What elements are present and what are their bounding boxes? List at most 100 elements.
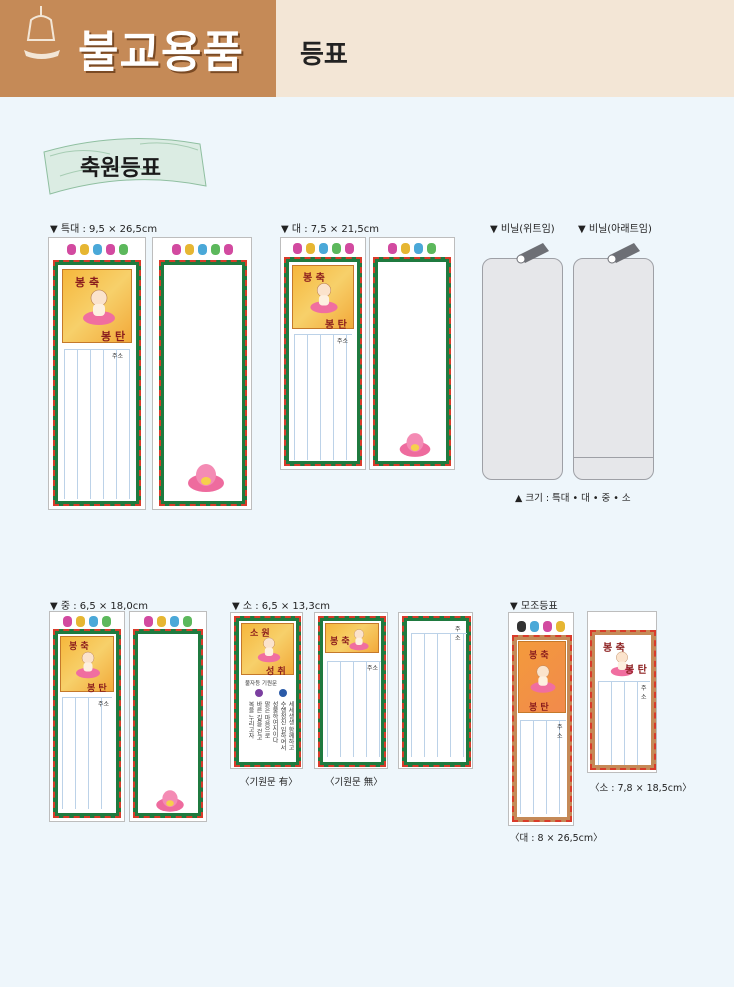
teukdae-back-card [152,237,252,510]
address-label: 주소 [557,724,563,740]
header-beige-band [276,0,734,97]
so-plain-card: 봉 축 주소 [314,612,388,769]
address-label: 주소 [367,665,379,672]
buddha-panel: 봉 축 봉 탄 [518,641,566,713]
panel-bottom-text: 봉 탄 [625,665,647,676]
label-jung: ▼ 중 : 6,5 × 18,0cm [50,601,148,612]
lantern-row [49,242,145,256]
name-grid [62,697,112,809]
name-grid [598,681,650,765]
panel-top-text: 봉 축 [529,651,549,661]
panel-top-text: 봉 축 [330,637,350,647]
buddha-panel: 봉 축 [325,623,379,653]
decorative-frame: 봉 축 봉 탄 주소 [512,635,572,822]
page-header: 불교용품 등표 [0,0,734,97]
decorative-frame: 봉 축 주소 [318,616,386,767]
mojo-large-card: 봉 축 봉 탄 주소 [508,612,574,826]
baby-buddha-icon [83,289,115,325]
so-prayer-card: 소 원 성 취 불자등 기원문 세세생생 함께하고 수행정진 임하여서 성불하여… [230,612,303,769]
decorative-frame [159,260,247,506]
hanger-clip-icon [516,243,549,264]
jung-back-card [129,611,207,822]
label-teukdae: ▼ 특대 : 9,5 × 26,5cm [50,224,158,235]
panel-bottom-text: 성 취 [266,667,286,677]
baby-buddha-icon [610,651,634,677]
buddha-panel: 봉 축 봉 탄 [60,636,114,694]
decorative-frame: 봉 축 봉 탄 주소 [284,257,362,466]
panel-bottom-text: 봉 탄 [87,684,107,694]
prayer-line: 세세생생 함께하고 [287,701,294,751]
decorative-frame: 봉 축 봉 탄 주소 [53,260,141,506]
dae-back-card [369,237,455,470]
prayer-line: 성불하여지이다 [271,701,278,743]
buddha-panel: 봉 축 봉 탄 [62,269,132,343]
so-without-caption: 〈기원문 無〉 [325,777,383,788]
so-back-card: 주소 [398,612,473,769]
name-grid [294,334,352,460]
baby-buddha-icon [76,651,100,679]
section-title-ornament [43,138,207,195]
name-grid [520,720,566,814]
jung-front-card: 봉 축 봉 탄 주소 [49,611,125,822]
decorative-frame: 주소 [402,616,471,767]
decorative-frame [373,257,451,466]
address-label: 주소 [337,338,349,345]
baby-buddha-icon [349,629,369,651]
prayer-line: 복을 누리고자 [247,701,254,739]
lotus-flower-icon [156,790,184,812]
name-grid [327,661,381,757]
baby-buddha-icon [530,665,556,693]
hanger-clip-icon [607,243,640,264]
prayer-line: 맑은 마음으로 [263,701,270,739]
dharma-wheel-icon [255,689,263,697]
lantern-row [153,242,251,256]
dae-front-card: 봉 축 봉 탄 주소 [280,237,366,470]
dharma-wheel-icon [279,689,287,697]
panel-bottom-text: 봉 탄 [101,330,126,343]
so-with-caption: 〈기원문 有〉 [240,777,298,788]
panel-bottom-text: 봉 탄 [325,320,347,331]
name-grid [64,349,130,499]
mojo-small-caption: 〈소 : 7,8 × 18,5cm〉 [590,783,692,794]
panel-top-text: 봉 축 [303,273,325,284]
vinyl-size-caption: ▲ 크기 : 특대 • 대 • 중 • 소 [515,493,631,504]
vinyl-sleeve-top-open [482,243,563,480]
label-so: ▼ 소 : 6,5 × 13,3cm [232,601,330,612]
buddha-panel: 봉 축 봉 탄 [292,265,354,331]
vinyl-sleeve-bottom-open [573,243,654,480]
mojo-small-card: 봉 축 봉 탄 주소 [587,611,657,773]
decorative-frame: 소 원 성 취 불자등 기원문 세세생생 함께하고 수행정진 임하여서 성불하여… [234,616,301,767]
lotus-flower-icon [188,464,224,492]
decorative-frame: 봉 축 봉 탄 주소 [53,629,121,818]
baby-buddha-icon [310,283,338,314]
lotus-flower-icon [399,433,431,457]
baby-buddha-icon [257,637,281,663]
panel-top-text: 봉 축 [69,642,89,652]
section-title: 축원등표 [80,155,161,181]
lantern-row [370,241,454,255]
lantern-row [281,241,365,255]
header-title: 불교용품 [78,27,244,78]
address-label: 주소 [455,626,461,642]
temple-bell-icon [24,6,60,59]
label-dae: ▼ 대 : 7,5 × 21,5cm [281,224,379,235]
lantern-row [130,614,206,628]
name-grid [411,633,467,757]
lantern-row [50,614,124,628]
decorative-frame: 봉 축 봉 탄 주소 [590,630,656,770]
label-vinyl-top: ▼ 비닐(위트임) [490,224,555,235]
prayer-heading: 불자등 기원문 [245,681,278,687]
label-vinyl-bottom: ▼ 비닐(아래트임) [578,224,652,235]
panel-top-text: 봉 축 [75,276,100,289]
label-mojo: ▼ 모조등표 [510,601,558,612]
panel-bottom-text: 봉 탄 [529,703,549,713]
buddha-panel: 소 원 성 취 [241,623,294,677]
prayer-line: 수행정진 임하여서 [279,701,286,751]
teukdae-front-card: 봉 축 봉 탄 주소 [48,237,146,510]
decorative-frame [133,629,203,818]
prayer-line: 바른 길을 걷고 [255,701,262,741]
mojo-large-caption: 〈대 : 8 × 26,5cm〉 [510,833,603,844]
address-label: 주소 [112,353,124,360]
header-subtitle: 등표 [300,40,348,70]
lantern-row [509,619,573,633]
